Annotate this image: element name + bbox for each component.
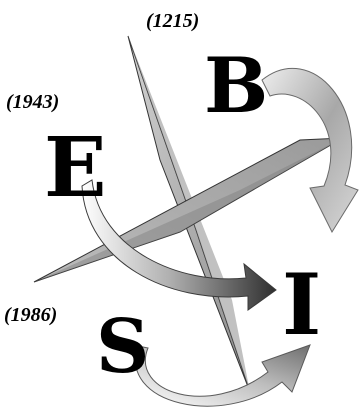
year-label-e: (1943) [6,91,59,113]
letter-e: E [44,120,107,216]
letter-i: I [282,255,321,354]
year-label-b: (1215) [146,10,199,32]
letter-b: B [204,41,268,130]
year-label-s: (1986) [4,304,57,326]
letter-s: S [96,304,149,390]
curved-arrow-s [135,345,310,406]
